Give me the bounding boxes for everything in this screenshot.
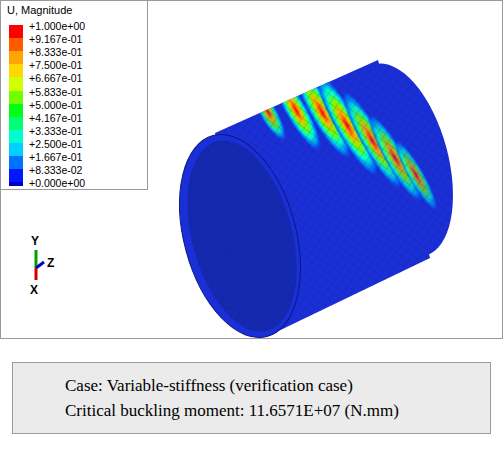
color-swatch	[9, 51, 23, 65]
color-swatch	[9, 143, 23, 157]
color-swatch	[9, 38, 23, 52]
legend-value: +9.167e-01	[29, 33, 82, 45]
cylinder	[159, 40, 472, 351]
color-swatch	[9, 91, 23, 105]
caption-line: Critical buckling moment: 11.6571E+07 (N…	[65, 398, 490, 423]
caption-line: Case: Variable-stiffness (verification c…	[65, 373, 490, 398]
legend-value: +8.333e-02	[29, 164, 82, 176]
legend-value: +8.333e-01	[29, 46, 82, 58]
legend-value: +1.000e+00	[29, 20, 85, 32]
legend-value: +5.833e-01	[29, 86, 82, 98]
axis-label: Y	[31, 234, 39, 248]
color-swatch	[9, 156, 23, 170]
color-swatch	[9, 117, 23, 131]
color-swatch	[9, 77, 23, 91]
color-swatch	[9, 64, 23, 78]
legend-value: +7.500e-01	[29, 59, 82, 71]
legend-box: U, Magnitude+1.000e+00+9.167e-01+8.333e-…	[0, 0, 148, 190]
legend-value: +2.500e-01	[29, 138, 82, 150]
color-swatch	[9, 169, 23, 183]
legend-value: +5.000e-01	[29, 99, 82, 111]
legend-value: +0.000e+00	[29, 177, 85, 189]
legend-value: +1.667e-01	[29, 151, 82, 163]
caption-box: Case: Variable-stiffness (verification c…	[12, 362, 491, 434]
color-swatch	[9, 25, 23, 39]
color-swatch	[9, 130, 23, 144]
color-swatch	[9, 104, 23, 118]
legend-value: +3.333e-01	[29, 125, 82, 137]
legend-title: U, Magnitude	[7, 4, 72, 16]
axis-label: Z	[47, 256, 54, 270]
legend-value: +4.167e-01	[29, 112, 82, 124]
axis-triad	[36, 250, 44, 280]
color-swatch	[9, 182, 23, 186]
legend-value: +6.667e-01	[29, 72, 82, 84]
axis-label: X	[30, 283, 38, 297]
